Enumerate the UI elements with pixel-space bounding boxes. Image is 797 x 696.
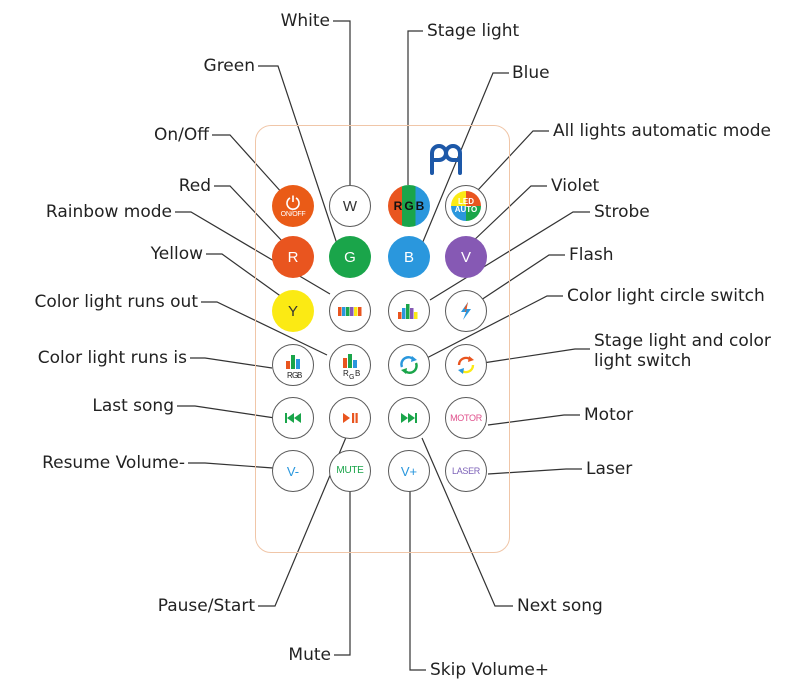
green-button-text: G	[344, 248, 356, 266]
next-song-button[interactable]	[388, 397, 430, 439]
label-runs-is: Color light runs is	[37, 348, 187, 368]
blue-button[interactable]: B	[388, 236, 430, 278]
equalizer-icon	[398, 304, 418, 319]
mute-button-text: MUTE	[336, 465, 364, 476]
led-auto-disc: LED AUTO	[451, 191, 481, 221]
label-pause-start: Pause/Start	[157, 596, 255, 616]
label-onoff: On/Off	[154, 125, 209, 145]
label-flash: Flash	[569, 245, 614, 265]
white-button-text: W	[342, 197, 358, 215]
green-button[interactable]: G	[329, 236, 371, 278]
rgb-g-text: G	[404, 199, 414, 213]
label-white: White	[280, 11, 330, 31]
power-icon	[286, 195, 300, 210]
swap-arrows-icon	[457, 356, 475, 374]
volume-up-button[interactable]: V+	[388, 450, 430, 492]
label-all-lights-auto: All lights automatic mode	[553, 121, 772, 141]
label-stage-light: Stage light	[427, 21, 520, 41]
label-red: Red	[178, 176, 211, 196]
last-song-button[interactable]	[272, 397, 314, 439]
yellow-button-text: Y	[287, 302, 298, 320]
label-last-song: Last song	[92, 396, 174, 416]
label-resume-volume: Resume Volume-	[42, 453, 185, 473]
white-button[interactable]: W	[329, 185, 371, 227]
motor-button[interactable]: MOTOR	[445, 397, 487, 439]
mute-button[interactable]: MUTE	[329, 450, 371, 492]
runs-out-r: R	[343, 369, 349, 378]
strobe-button[interactable]	[388, 290, 430, 332]
led-auto-button[interactable]: LED AUTO	[445, 185, 487, 227]
label-laser: Laser	[586, 459, 633, 479]
label-violet: Violet	[551, 176, 600, 196]
runs-is-g: G	[292, 371, 298, 380]
power-button[interactable]: ON/OFF	[272, 185, 314, 227]
pause-start-button[interactable]	[329, 397, 371, 439]
violet-button-text: V	[460, 248, 471, 266]
runs-is-button[interactable]: R G B	[272, 344, 314, 386]
brand-logo	[430, 144, 462, 175]
label-rainbow: Rainbow mode	[45, 202, 172, 222]
red-button[interactable]: R	[272, 236, 314, 278]
volume-down-text: V-	[286, 463, 300, 479]
play-pause-icon	[343, 413, 358, 423]
cycle-arrows-icon	[400, 356, 418, 374]
label-stage-color-switch: Stage light and color light switch	[594, 331, 771, 371]
circle-switch-button[interactable]	[388, 344, 430, 386]
next-icon	[401, 413, 417, 423]
runs-out-b: B	[355, 369, 360, 378]
runs-out-g: G	[349, 374, 354, 380]
volume-down-button[interactable]: V-	[272, 450, 314, 492]
label-strobe: Strobe	[594, 202, 650, 222]
runs-out-button[interactable]: R B G	[329, 344, 371, 386]
rgb-bars-icon: R G B	[286, 355, 302, 380]
led-text: LED	[458, 197, 474, 206]
label-motor: Motor	[584, 405, 634, 425]
stage-light-button[interactable]: R G B	[388, 185, 430, 227]
rgb-b-text: B	[415, 199, 425, 213]
motor-button-text: MOTOR	[450, 412, 482, 423]
label-next-song: Next song	[517, 596, 603, 616]
rainbow-button[interactable]	[329, 290, 371, 332]
label-circle-switch: Color light circle switch	[567, 286, 765, 306]
label-skip-volume: Skip Volume+	[430, 660, 550, 680]
rgb-bars-alt-icon: R B G	[343, 354, 360, 380]
blue-button-text: B	[403, 248, 414, 266]
stage-color-switch-button[interactable]	[445, 344, 487, 386]
violet-button[interactable]: V	[445, 236, 487, 278]
label-green: Green	[203, 56, 255, 76]
laser-button[interactable]: LASER	[445, 450, 487, 492]
yellow-button[interactable]: Y	[272, 290, 314, 332]
label-blue: Blue	[512, 63, 550, 83]
auto-text: AUTO	[454, 205, 478, 214]
volume-up-text: V+	[400, 463, 418, 479]
previous-icon	[285, 413, 301, 423]
remote-frame	[255, 125, 510, 553]
runs-is-r: R	[287, 371, 293, 380]
label-yellow: Yellow	[150, 244, 203, 264]
rainbow-bars-icon	[338, 307, 362, 316]
flash-button[interactable]	[445, 290, 487, 332]
laser-button-text: LASER	[451, 465, 480, 476]
label-mute: Mute	[288, 645, 331, 665]
runs-is-b: B	[297, 371, 302, 380]
rgb-r-text: R	[393, 199, 403, 213]
lightning-icon	[461, 302, 471, 320]
label-runs-out: Color light runs out	[34, 292, 198, 312]
red-button-text: R	[287, 248, 299, 266]
power-button-text: ON/OFF	[280, 211, 306, 218]
